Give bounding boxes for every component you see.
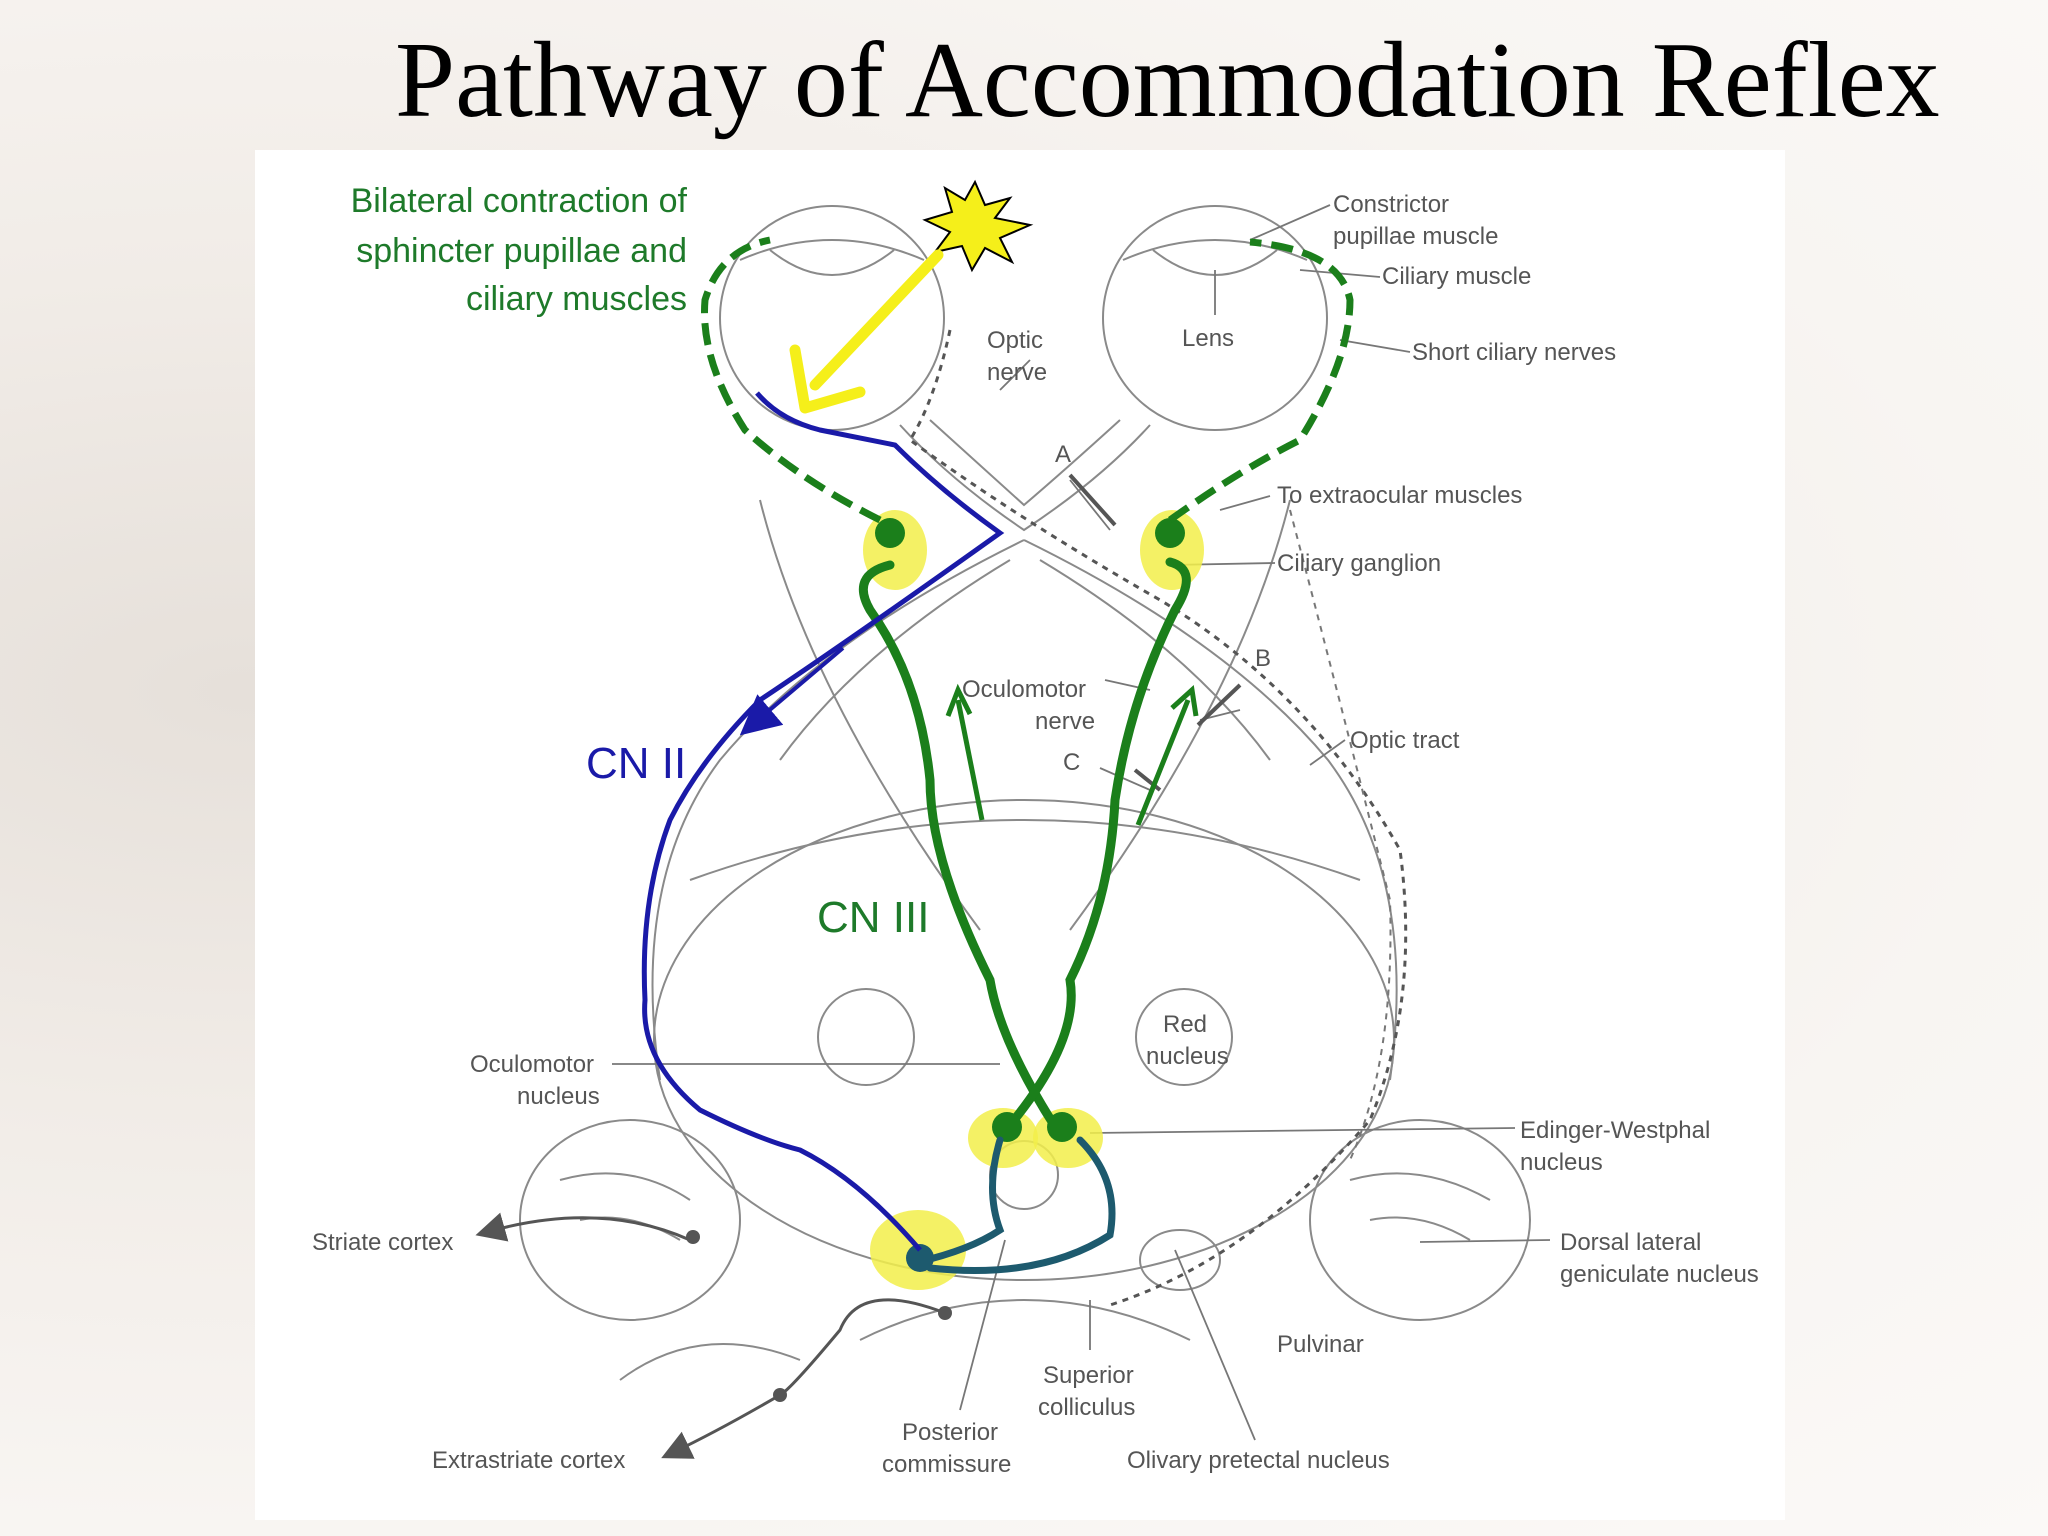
oculomotor-pathway: [701, 236, 1354, 1142]
pretectal-nucleus-dot: [906, 1244, 934, 1272]
light-source-icon: [922, 179, 1034, 273]
right-eye: [1102, 205, 1328, 431]
oculomotor-nucleus-label-2: nucleus: [517, 1083, 600, 1110]
bilateral-label-1: Bilateral contraction of: [351, 182, 688, 220]
optic-tract-label: Optic tract: [1350, 727, 1460, 754]
edinger-label-1: Edinger-Westphal: [1520, 1117, 1710, 1144]
diagram-panel: [255, 150, 1785, 1520]
oculomotor-nucleus-label-1: Oculomotor: [470, 1051, 594, 1078]
bilateral-label-3: ciliary muscles: [466, 280, 687, 318]
edinger-label-2: nucleus: [1520, 1149, 1603, 1176]
pretectal-interneuron: [914, 1136, 1116, 1275]
dashed-fiber-left: [907, 329, 1408, 1307]
lens-label: Lens: [1182, 325, 1234, 352]
olivary-label: Olivary pretectal nucleus: [1127, 1447, 1390, 1474]
cortical-projections: [475, 1212, 952, 1459]
slide-title: Pathway of Accommodation Reflex: [395, 21, 1940, 140]
cn2-arrow: [739, 646, 845, 736]
optic-nerve-label-2: nerve: [987, 359, 1047, 386]
red-nucleus-label-2: nucleus: [1146, 1043, 1229, 1070]
red-nucleus-label-1: Red: [1163, 1011, 1207, 1038]
short-ciliary-label: Short ciliary nerves: [1412, 339, 1616, 366]
label-b: B: [1255, 645, 1271, 672]
cn2-pathway: [641, 391, 1005, 1252]
ciliary-muscle-label: Ciliary muscle: [1382, 263, 1531, 290]
bilateral-label-2: sphincter pupillae and: [356, 232, 687, 270]
constrictor-label-2: pupillae muscle: [1333, 223, 1498, 250]
ciliary-ganglion-label: Ciliary ganglion: [1277, 550, 1441, 577]
cn2-label: CN II: [586, 739, 686, 788]
lesion-marker-a: [1068, 473, 1117, 527]
dashed-fiber-right: [1289, 509, 1392, 1161]
light-ray-arrow: [789, 249, 944, 414]
dorsal-lgn-label-2: geniculate nucleus: [1560, 1261, 1759, 1288]
oculomotor-nerve-label-2: nerve: [1035, 708, 1095, 735]
constrictor-label-1: Constrictor: [1333, 191, 1449, 218]
posterior-commissure-label-1: Posterior: [902, 1419, 998, 1446]
superior-colliculus-label-1: Superior: [1043, 1362, 1134, 1389]
extraocular-label: To extraocular muscles: [1277, 482, 1522, 509]
posterior-commissure-label-2: commissure: [882, 1451, 1011, 1478]
cn3-label: CN III: [817, 893, 929, 942]
pulvinar-label: Pulvinar: [1277, 1331, 1364, 1358]
superior-colliculus-label-2: colliculus: [1038, 1394, 1135, 1421]
leader-lines: [612, 204, 1551, 1441]
lesion-marker-b: [1196, 683, 1242, 727]
anatomy-outline: [519, 205, 1531, 1381]
striate-label: Striate cortex: [312, 1229, 453, 1256]
oculomotor-nerve-label-1: Oculomotor: [962, 676, 1086, 703]
label-c: C: [1063, 749, 1080, 776]
dorsal-lgn-label-1: Dorsal lateral: [1560, 1229, 1701, 1256]
label-a: A: [1055, 441, 1071, 468]
optic-nerve-label-1: Optic: [987, 327, 1043, 354]
extrastriate-label: Extrastriate cortex: [432, 1447, 625, 1474]
